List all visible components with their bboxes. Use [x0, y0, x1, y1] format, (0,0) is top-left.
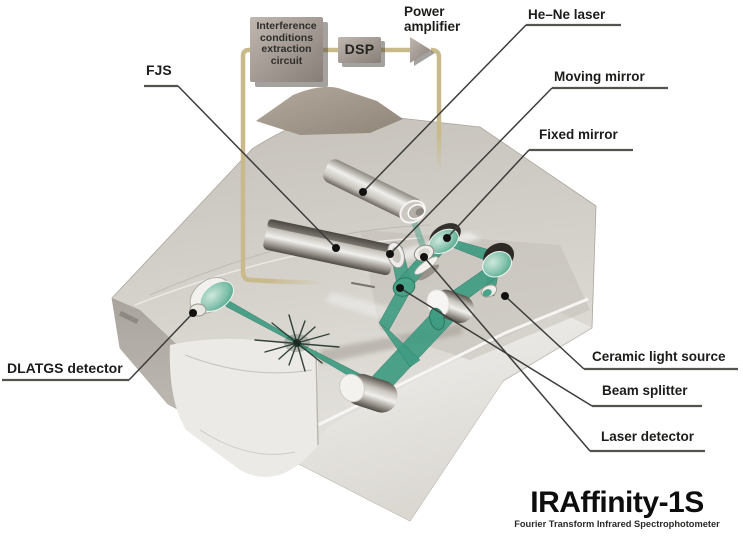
power-amplifier-triangle [410, 37, 431, 63]
product-subtitle: Fourier Transform Infrared Spectrophotom… [514, 519, 720, 529]
beam-zigzag-b [379, 323, 421, 368]
extraction-box-line2: conditions [259, 31, 314, 44]
label-fjs: FJS [146, 62, 172, 78]
product-title: IRAffinity-1S [530, 486, 704, 519]
label-ceramic-light-source: Ceramic light source [592, 349, 726, 364]
machine-top-hump [256, 86, 403, 135]
collimator-mirror [482, 251, 512, 278]
side-logo-mark [119, 311, 139, 324]
extraction-box-line1: Interference [256, 20, 317, 32]
label-beam-splitter: Beam splitter [602, 383, 688, 398]
label-power-line2: amplifier [404, 18, 461, 34]
dsp-box-text: DSP [344, 41, 375, 57]
dsp-box [338, 37, 381, 63]
he-ne-laser-tube [323, 159, 423, 222]
extraction-circuit-box-text: Interference conditions extraction circu… [251, 20, 322, 67]
pointer-needle [351, 282, 375, 288]
schematic-blocks [250, 17, 435, 87]
moving-mirror-cylinder [263, 219, 395, 276]
label-fixed-mirror: Fixed mirror [539, 127, 618, 142]
spectrophotometer-body [111, 86, 597, 522]
machine-front-right-face [299, 312, 592, 521]
label-dlatgs-detector: DLATGS detector [7, 360, 123, 376]
label-power-line1: Power [404, 4, 445, 19]
extraction-circuit-box [250, 17, 323, 82]
sample-focus-starburst [254, 314, 340, 372]
sample-compartment-front [169, 338, 318, 478]
extraction-box-line4: circuit [270, 54, 303, 67]
label-power-amplifier: Power amplifier [404, 4, 461, 34]
label-laser-detector: Laser detector [601, 429, 695, 444]
extraction-box-line3: extraction [261, 43, 312, 55]
label-he-ne-laser: He–Ne laser [528, 7, 606, 22]
label-moving-mirror: Moving mirror [554, 69, 645, 84]
leader-lines [2, 23, 738, 453]
